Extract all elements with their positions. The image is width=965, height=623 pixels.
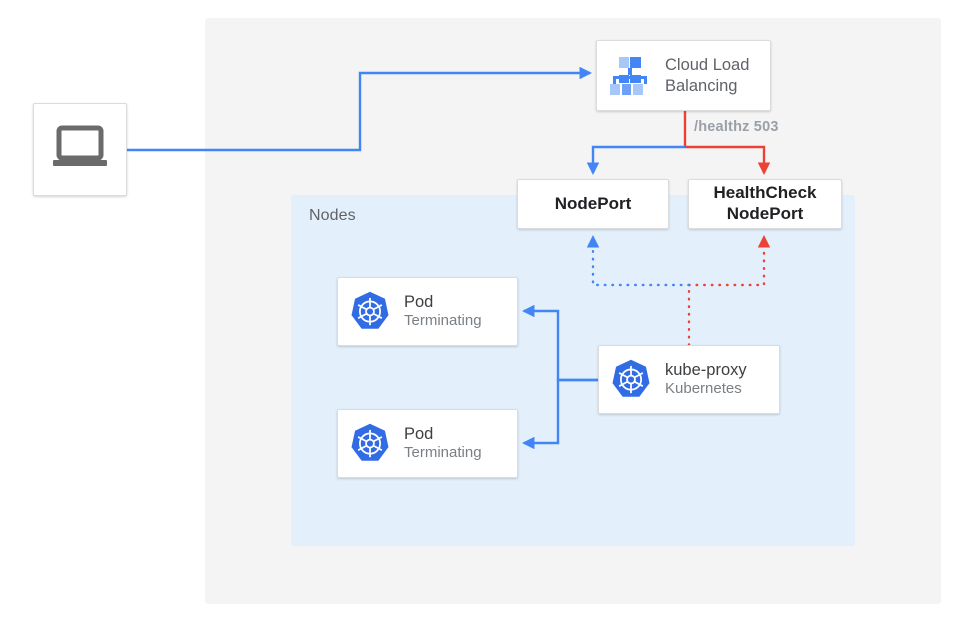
kube-proxy-text: kube-proxy Kubernetes — [653, 360, 769, 399]
kube-proxy-subtitle: Kubernetes — [665, 380, 742, 398]
pod-card-1: Pod Terminating — [337, 277, 518, 346]
healthcheck-nodeport-label-line1: HealthCheck — [713, 183, 817, 203]
pod-card-2-text: Pod Terminating — [392, 424, 507, 463]
cloud-load-balancing-title-line1: Cloud Load — [665, 55, 750, 74]
pod-card-1-subtitle: Terminating — [404, 312, 482, 330]
pod-card-1-text: Pod Terminating — [392, 292, 507, 331]
pod-card-2: Pod Terminating — [337, 409, 518, 478]
cloud-load-balancing-icon — [607, 55, 653, 97]
healthz-503-label: /healthz 503 — [694, 119, 779, 135]
kubernetes-icon — [609, 358, 653, 402]
healthcheck-nodeport-card: HealthCheck NodePort — [688, 179, 842, 229]
cloud-load-balancing-title-line2: Balancing — [665, 76, 738, 95]
nodeport-label: NodePort — [554, 193, 632, 213]
nodeport-card: NodePort — [517, 179, 669, 229]
client-device-card — [33, 103, 127, 196]
kubernetes-icon — [348, 422, 392, 466]
pod-card-2-title: Pod — [404, 424, 434, 443]
cloud-load-balancing-card: Cloud Load Balancing — [596, 40, 771, 111]
pod-card-2-subtitle: Terminating — [404, 444, 482, 462]
kubernetes-icon — [348, 290, 392, 334]
kube-proxy-title: kube-proxy — [665, 360, 747, 379]
healthcheck-nodeport-label-line2: NodePort — [726, 204, 804, 223]
healthcheck-nodeport-label: HealthCheck NodePort — [714, 183, 817, 224]
region-nodes-label: Nodes — [309, 207, 356, 224]
kube-proxy-card: kube-proxy Kubernetes — [598, 345, 780, 414]
laptop-icon — [52, 125, 108, 174]
cloud-load-balancing-text: Cloud Load Balancing — [653, 55, 760, 96]
pod-card-1-title: Pod — [404, 292, 434, 311]
